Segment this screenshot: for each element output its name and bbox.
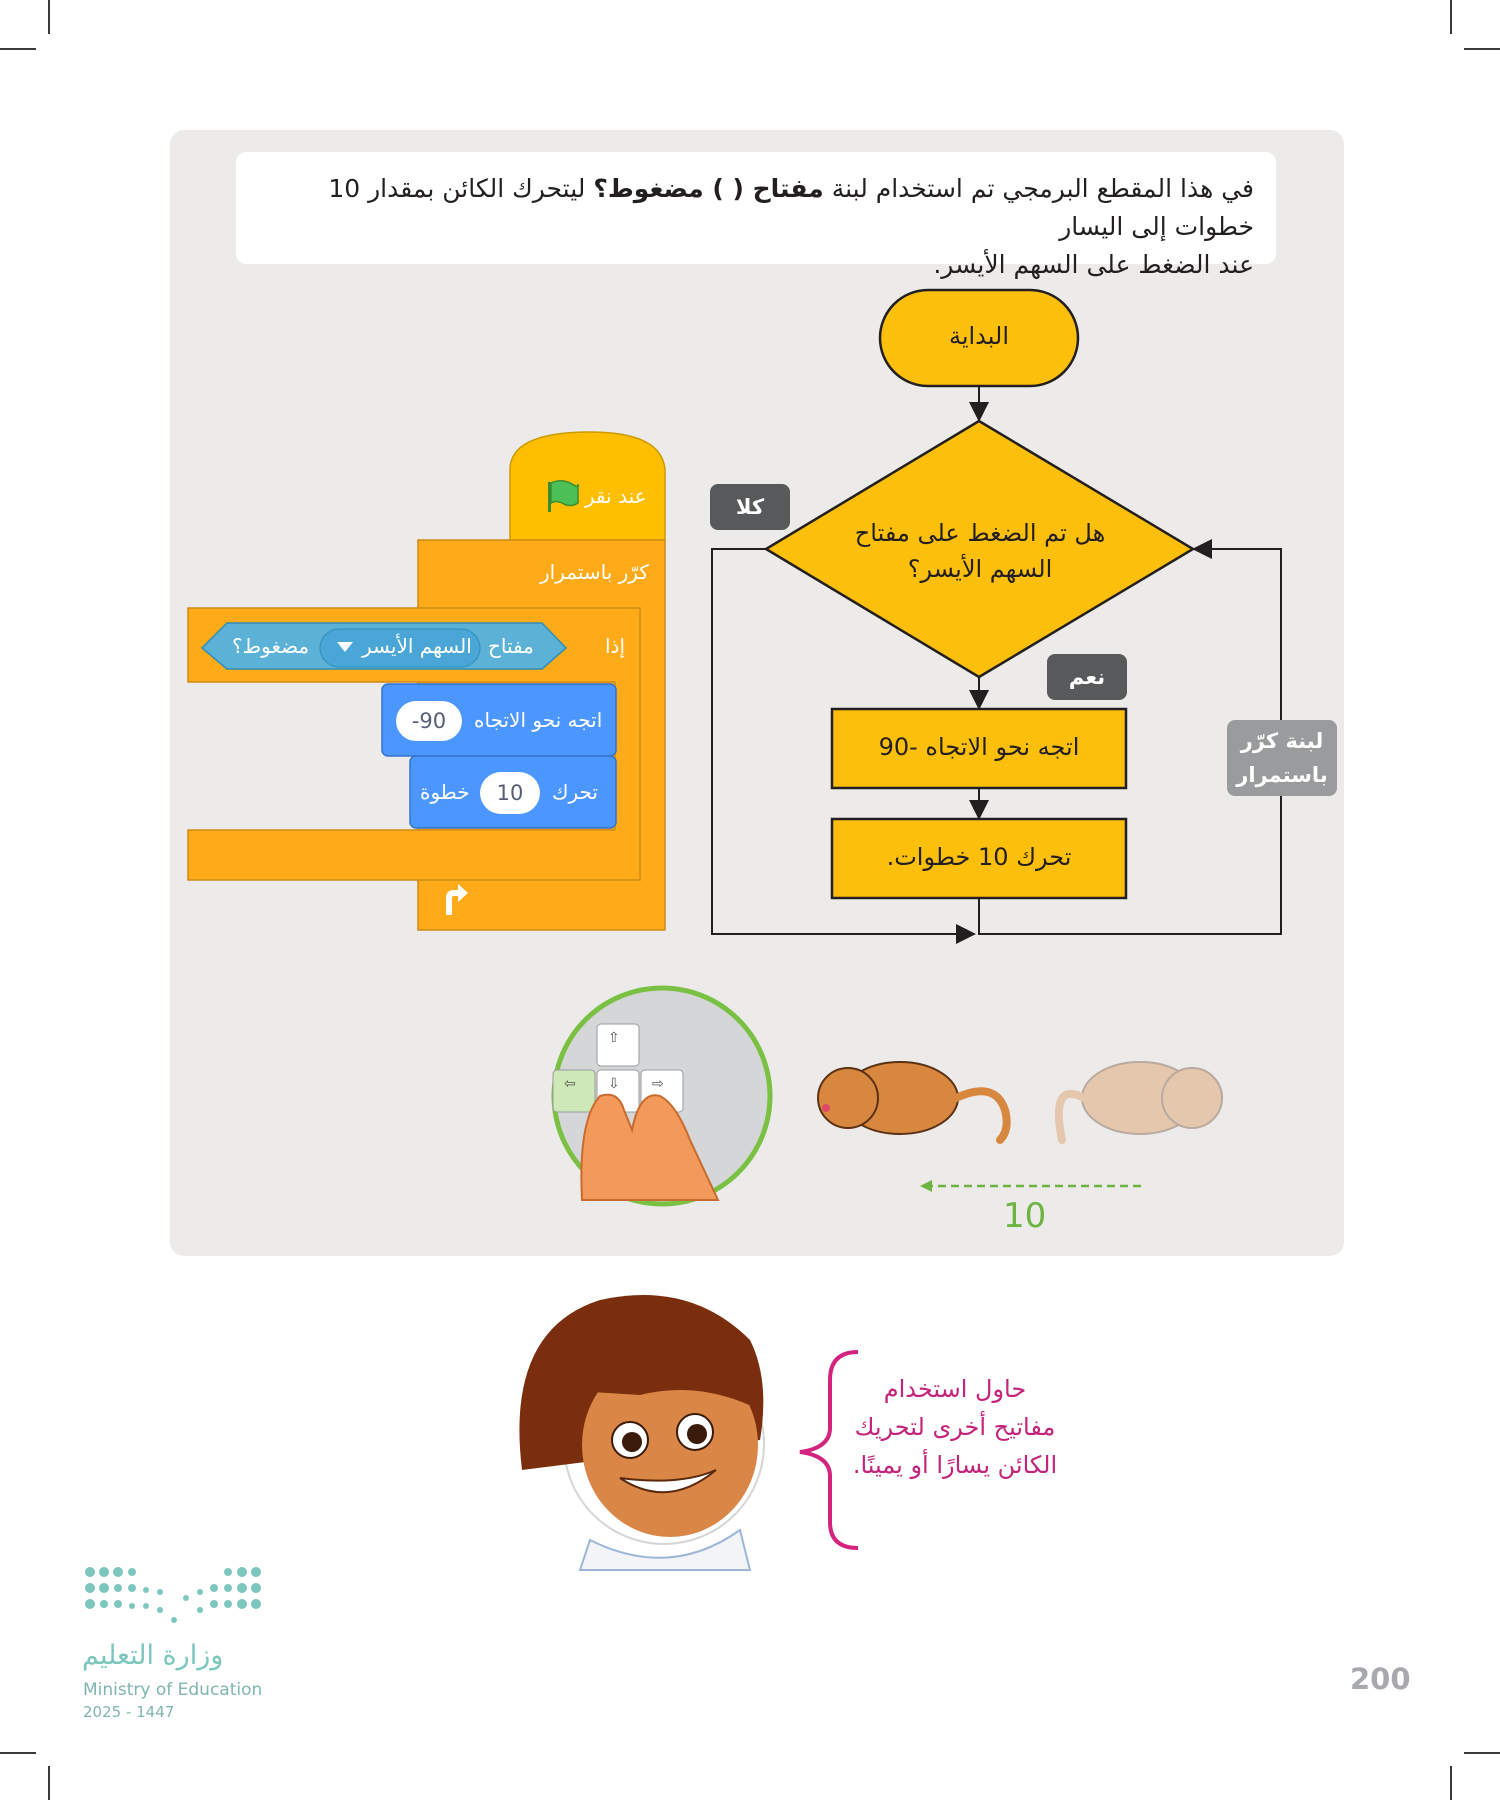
scratch-steps-label: خطوة [420,780,470,804]
ministry-name-ar: وزارة التعليم [82,1640,224,1671]
green-flag-icon [548,480,580,512]
page-number: 200 [1350,1662,1411,1696]
yes-badge: نعم [1047,654,1127,700]
scratch-move-value: 10 [480,772,540,814]
crop-mark [48,0,50,34]
scratch-hat-label: عند نقر [585,484,647,508]
scratch-point-value: -90 [396,701,462,741]
arrow-right-key-icon: ⇨ [652,1076,664,1092]
academic-year: 2025 - 1447 [83,1703,175,1721]
scratch-key-value: السهم الأيسر [362,634,472,658]
crop-mark [0,1752,36,1754]
keyboard-illustration [551,985,773,1207]
arrow-down-key-icon: ⇩ [608,1076,620,1092]
ministry-name-en: Ministry of Education [83,1680,263,1700]
scratch-script [187,431,666,931]
flow-step2-shape [830,817,1128,900]
crop-mark [1450,1766,1452,1800]
scratch-hat-block [509,431,666,541]
scratch-forever-label: كرّر باستمرار [540,560,649,584]
intro-text: في هذا المقطع البرمجي تم استخدام لبنة مف… [328,174,1254,279]
intro-box: في هذا المقطع البرمجي تم استخدام لبنة مف… [236,152,1276,279]
no-badge: كلا [710,484,790,530]
flow-loop-line [978,539,1282,935]
loop-arrow-icon [446,884,468,915]
mouse-sprite-ghost [1054,1061,1223,1144]
crop-mark [0,48,36,50]
scratch-key-label: مفتاح [488,634,534,658]
crop-mark [1464,1752,1500,1754]
scratch-point-label: اتجه نحو الاتجاه [474,708,603,732]
dropdown-arrow-icon [337,642,353,652]
flow-step2-label: تحرك 10 خطوات. [886,843,1072,871]
flow-step1-label: اتجه نحو الاتجاه -90 [878,733,1080,761]
arrow-left-key-icon: ⇦ [564,1076,576,1092]
arrow-up-key-icon: ⇧ [608,1030,620,1046]
flow-no-line [711,548,976,944]
scratch-if-block [187,607,641,881]
crop-mark [1464,48,1500,50]
mouse-sprite [817,1061,1011,1144]
ministry-logo-icon [85,1567,261,1623]
crop-mark [48,1766,50,1800]
movement-distance-label: 10 [1003,1196,1047,1236]
tip-brace [799,1350,859,1550]
scratch-move-label: تحرك [552,780,598,804]
crop-mark [1450,0,1452,34]
scratch-if-label: إذا [605,634,626,658]
scratch-key-dropdown [319,628,481,668]
boy-illustration [519,1295,765,1571]
scratch-pressed-label: مضغوط؟ [232,634,310,658]
flow-start-label: البداية [948,322,1010,350]
